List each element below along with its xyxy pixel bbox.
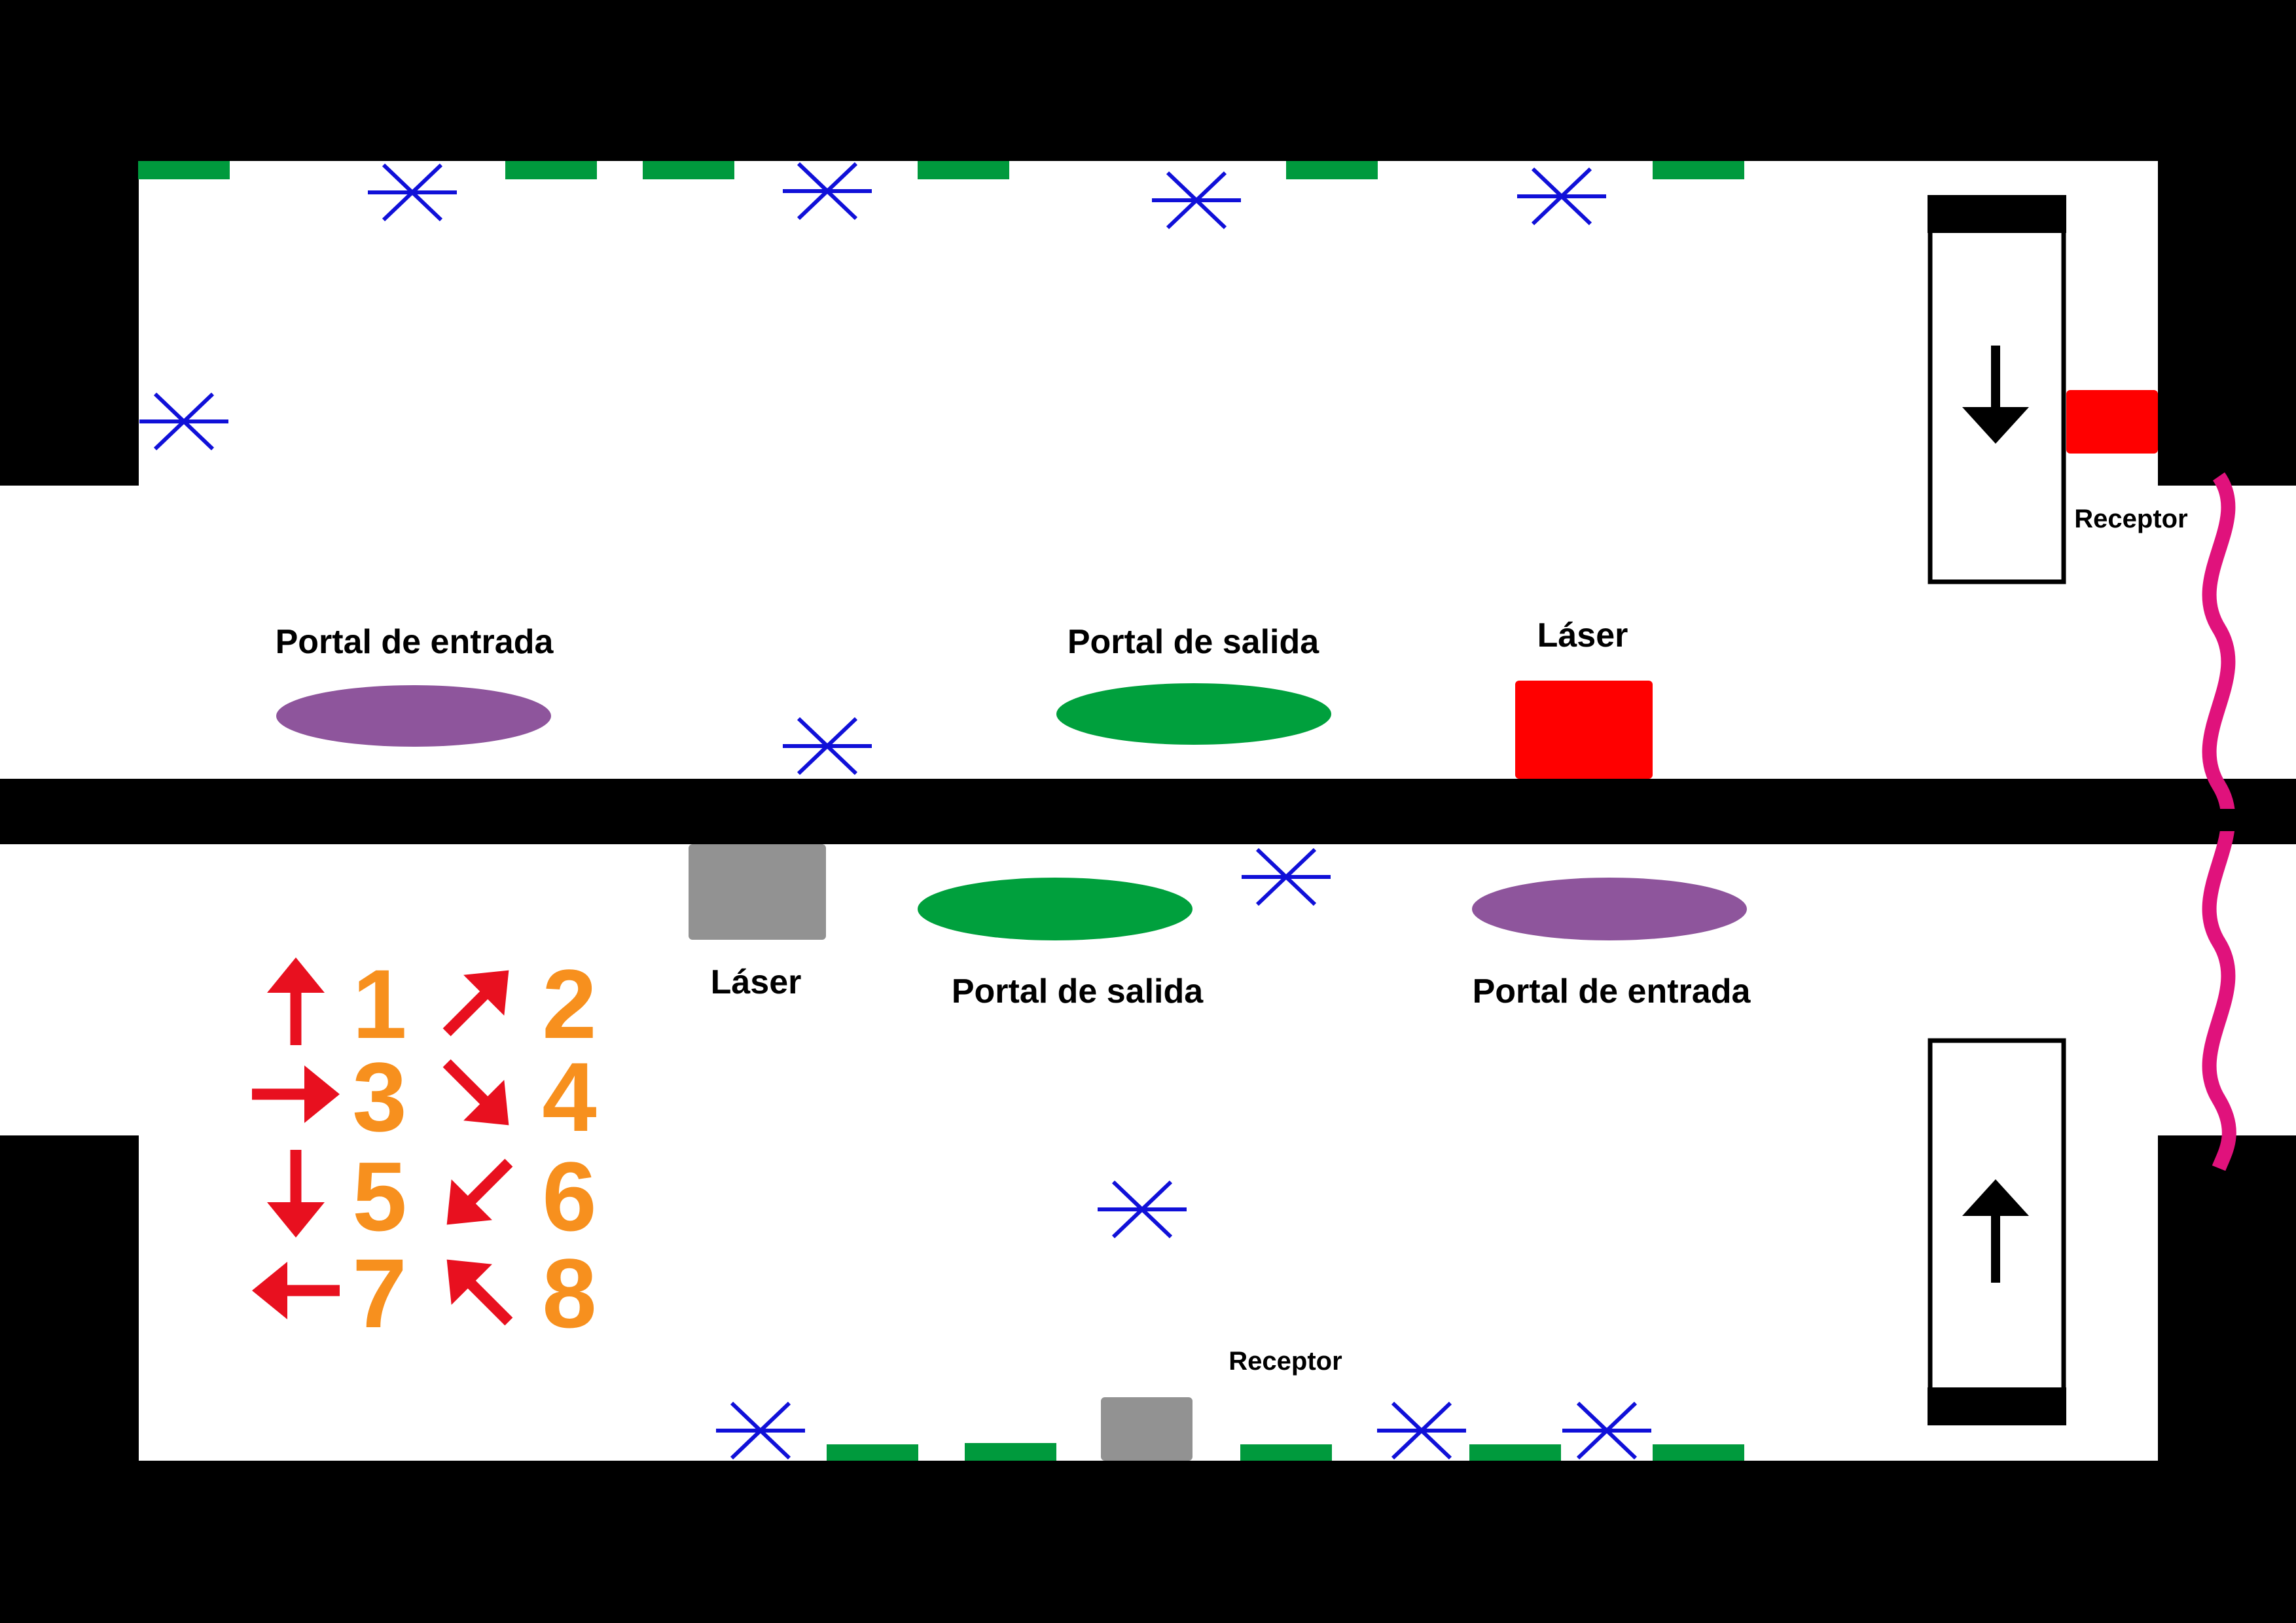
- tiles: [138, 161, 1744, 1461]
- elevator-cap: [1928, 1387, 2066, 1425]
- arrow-down-icon: [1962, 346, 2029, 444]
- spark-icon: [1098, 1182, 1187, 1237]
- spark-icon: [783, 164, 872, 219]
- arrow-up-icon: [267, 957, 325, 1045]
- connection-wire: [2202, 472, 2236, 1171]
- wall-upper-left: [0, 0, 139, 486]
- arrow-right-icon: [252, 1065, 340, 1123]
- tile: [827, 1444, 918, 1461]
- receptor: [2066, 390, 2158, 454]
- arrow-down-right-icon: [427, 1043, 529, 1146]
- tile: [965, 1443, 1056, 1461]
- arrow-left-icon: [252, 1262, 340, 1319]
- spark-icon: [368, 165, 457, 220]
- elevator: [1928, 195, 2066, 584]
- tile: [505, 161, 597, 179]
- laser-label: Láser: [1537, 616, 1628, 654]
- legend-number: 7: [352, 1238, 406, 1348]
- arrow-up-left-icon: [427, 1240, 529, 1342]
- elevator-cap: [1928, 195, 2066, 233]
- spark-icon: [1242, 849, 1331, 904]
- legend-number: 2: [542, 949, 596, 1059]
- receptor-inactive: [1101, 1397, 1193, 1461]
- wall-middle: [0, 779, 2296, 844]
- portal-exit-label: Portal de salida: [952, 972, 1204, 1010]
- legend-number: 1: [352, 949, 406, 1059]
- spark-icon: [1377, 1403, 1466, 1458]
- tile: [1653, 1444, 1744, 1461]
- tile: [1653, 161, 1744, 179]
- spark-icon: [1562, 1403, 1651, 1458]
- spark-icon: [1517, 169, 1606, 224]
- elevator-shaft: [1928, 220, 2066, 584]
- arrow-up-right-icon: [427, 950, 529, 1053]
- tile: [1240, 1444, 1332, 1461]
- portal-entry-label: Portal de entrada: [276, 623, 554, 661]
- spark-icon: [783, 719, 872, 774]
- portal-exit: [1056, 683, 1331, 745]
- spark-icon: [716, 1403, 805, 1458]
- arrow-up-icon: [1962, 1179, 2029, 1283]
- wall-top: [0, 0, 2296, 161]
- direction-legend: 1 2 3 4 5 6 7 8: [252, 949, 597, 1348]
- legend-number: 8: [542, 1238, 596, 1348]
- receptor-label: Receptor: [2074, 505, 2187, 533]
- portal-entry: [276, 685, 551, 747]
- tile: [1469, 1444, 1561, 1461]
- legend-number: 5: [352, 1141, 406, 1251]
- portal-exit-label: Portal de salida: [1067, 623, 1319, 661]
- receptor-label: Receptor: [1229, 1347, 1342, 1376]
- portal-entry: [1472, 878, 1747, 940]
- legend-number: 3: [352, 1042, 406, 1152]
- spark-icon: [1152, 173, 1241, 228]
- legend-number: 6: [542, 1141, 596, 1251]
- laser: [1515, 681, 1653, 779]
- tile: [643, 161, 734, 179]
- laser-inactive: [689, 844, 826, 940]
- tile: [918, 161, 1009, 179]
- portal-exit: [918, 878, 1193, 940]
- wall-bottom: [0, 1461, 2296, 1623]
- wire-gap: [2199, 809, 2245, 831]
- tile: [138, 161, 230, 179]
- spark-icon: [139, 394, 228, 449]
- wall-upper-right: [2158, 0, 2296, 486]
- laser-label: Láser: [711, 963, 802, 1001]
- elevator: [1928, 1038, 2066, 1425]
- lower-room: Láser Portal de salida Portal de entrada…: [689, 844, 2066, 1461]
- arrow-down-left-icon: [427, 1143, 529, 1245]
- arrow-down-icon: [267, 1150, 325, 1238]
- upper-room: Portal de entrada Portal de salida Láser…: [276, 195, 2188, 779]
- tile: [1286, 161, 1378, 179]
- legend-number: 4: [542, 1042, 596, 1152]
- portal-entry-label: Portal de entrada: [1473, 972, 1751, 1010]
